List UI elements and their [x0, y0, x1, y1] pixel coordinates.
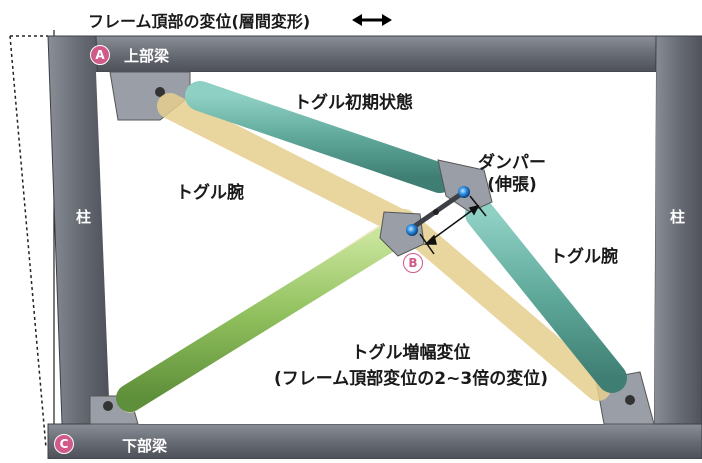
- damper-joint-plate-lower: [379, 211, 425, 257]
- label-amplified-line2: (フレーム頂部変位の2~3倍の変位): [274, 369, 548, 389]
- damper-stretch-dimension: [419, 195, 487, 255]
- diagram-title: フレーム頂部の変位(層間変形): [88, 12, 311, 31]
- pin-bottom-left: [103, 401, 113, 411]
- label-toggle-initial: トグル初期状態: [294, 93, 413, 113]
- toggle-arm-right: [465, 199, 627, 393]
- label-toggle-arm-left: トグル腕: [176, 183, 244, 203]
- toggle-arm-long: [116, 222, 406, 412]
- label-column-left: 柱: [76, 208, 92, 226]
- label-upper-beam: 上部梁: [124, 47, 170, 65]
- pivot-node-upper: [458, 186, 470, 198]
- marker-c: C: [54, 434, 74, 454]
- label-amplified-line1: トグル増幅変位: [351, 343, 471, 363]
- marker-b: B: [403, 253, 423, 273]
- double-arrow-icon: [352, 14, 392, 26]
- right-column: [653, 35, 702, 425]
- damper-center-dot: [433, 209, 439, 215]
- pin-top-left: [155, 87, 165, 97]
- label-lower-beam: 下部梁: [122, 437, 168, 455]
- pivot-node-lower: [406, 224, 418, 236]
- pin-bottom-right: [625, 395, 635, 405]
- label-damper-line2: (伸張): [487, 175, 537, 195]
- label-amplified: トグル増幅変位 (フレーム頂部変位の2~3倍の変位): [246, 340, 576, 392]
- label-column-right: 柱: [670, 208, 686, 226]
- toggle-arm-upper: [185, 81, 455, 193]
- marker-a: A: [90, 45, 110, 65]
- label-toggle-arm-right: トグル腕: [550, 247, 618, 267]
- label-damper: ダンパー (伸張): [478, 152, 546, 196]
- label-damper-line1: ダンパー: [478, 153, 546, 173]
